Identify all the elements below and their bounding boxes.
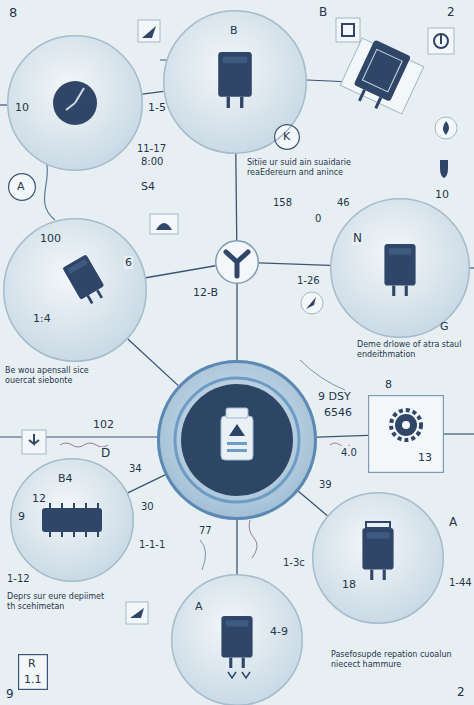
circle-outline [8, 36, 143, 171]
node-label: 1:4 [33, 312, 51, 325]
connector-line [142, 91, 163, 94]
node-outline [330, 198, 470, 338]
callout-number: 4.0 [340, 446, 358, 459]
callout-number: 34 [128, 462, 143, 475]
component-circle: B4 12 9 [10, 458, 134, 582]
connector-line [128, 339, 178, 386]
node-outline [157, 360, 317, 520]
box-outline [369, 396, 444, 473]
node-outline [215, 240, 259, 284]
junction-node: 12-B [215, 240, 259, 284]
connector-line [146, 266, 215, 278]
circle-outline [9, 174, 36, 201]
component-circle: 101-5 [7, 35, 143, 171]
note-text: Deme drlowe of atra staul endeithmation [356, 340, 468, 360]
node-label: A [195, 600, 203, 613]
callout-number: 158 [272, 196, 293, 209]
node-label: 9 [18, 510, 25, 523]
callout-number: N [352, 232, 363, 245]
node-label: K [283, 130, 290, 143]
node-label: B [230, 24, 238, 37]
node-outline [368, 395, 444, 473]
node-outline [171, 574, 303, 705]
node-outline [312, 492, 444, 624]
node-label: 100 [40, 232, 61, 245]
node-label: 10 [15, 101, 29, 114]
callout-number: 1-1-1 [138, 538, 166, 551]
callout-number: 46 [336, 196, 351, 209]
component-circle: A 4-9 [171, 574, 303, 705]
callout-number: 8:00 [140, 155, 164, 168]
note-text: Pasefosupde repation cuoalun niecect ham… [330, 650, 467, 670]
circle-outline [313, 493, 444, 624]
node-label: 18 [342, 578, 356, 591]
node-label: G [440, 320, 449, 333]
callout-number: 11-17 [136, 142, 167, 155]
node-label: B4 [58, 472, 73, 485]
note-text: Deprs sur eure depiimet th scehimetan [6, 592, 108, 612]
callout-number: 39 [318, 478, 333, 491]
node-label: 13 [418, 451, 432, 464]
callout-number: 9 [5, 688, 15, 701]
node-label: R [28, 657, 36, 670]
callout-number: 1-44 [448, 576, 473, 589]
callout-number: 1-3c [282, 556, 306, 569]
callout-number: 6 [124, 256, 133, 269]
circle-outline [331, 199, 470, 338]
callout-number: 8 [8, 6, 18, 19]
component-circle: 100 1:4 [3, 218, 147, 362]
label-box: R 1.1 [18, 654, 48, 690]
callout-number: 2 [456, 686, 466, 699]
gear-box: 13 [368, 395, 444, 473]
node-outline [3, 218, 147, 362]
callout-circle: A [8, 173, 36, 201]
circle-outline [159, 362, 316, 519]
circle-outline [216, 241, 259, 284]
callout-number: 30 [140, 500, 155, 513]
callout-number: 10 [434, 188, 450, 201]
callout-number: 8 [384, 378, 393, 391]
circle-outline [275, 125, 300, 150]
circle-outline [164, 11, 307, 154]
callout-number: 1-26 [296, 274, 321, 287]
node-label: 4-9 [270, 625, 288, 638]
callout-number: 1-12 [6, 572, 31, 585]
callout-number: 102 [92, 418, 115, 431]
connector-line [236, 284, 237, 360]
connector-line [298, 491, 327, 515]
circle-outline [4, 219, 147, 362]
callout-number: S4 [140, 180, 156, 193]
note-text: Sitiie ur suid ain suaidarie reaEdereurn… [246, 158, 366, 178]
box-outline [19, 655, 48, 690]
connector-line [128, 475, 165, 493]
hub-circle: 9 DSY6546 [157, 360, 317, 520]
callout-number: B [318, 6, 328, 19]
circle-outline [172, 575, 303, 705]
connector-line [317, 435, 368, 437]
node-label: 1.1 [24, 673, 42, 686]
note-text: Be wou apensall sice ouercat siebonte [4, 366, 96, 386]
callout-number: A [448, 516, 458, 529]
callout-number: 77 [198, 524, 213, 537]
node-label: A [17, 180, 25, 193]
node-label: 12 [32, 492, 46, 505]
circle-outline [11, 459, 134, 582]
node-label: 6546 [324, 406, 352, 419]
component-circle: G [330, 198, 470, 338]
callout-number: 2 [446, 6, 456, 19]
connector-line [235, 154, 237, 240]
callout-number: D [100, 447, 111, 460]
node-label: 12-B [193, 286, 218, 299]
callout-circle: K [274, 124, 300, 150]
connector-line [259, 263, 330, 266]
node-label: 9 DSY [318, 390, 351, 403]
component-circle: 18 [312, 492, 444, 624]
callout-number: 0 [314, 212, 322, 225]
node-label: 1-5 [148, 101, 166, 114]
connector-line [236, 520, 237, 574]
